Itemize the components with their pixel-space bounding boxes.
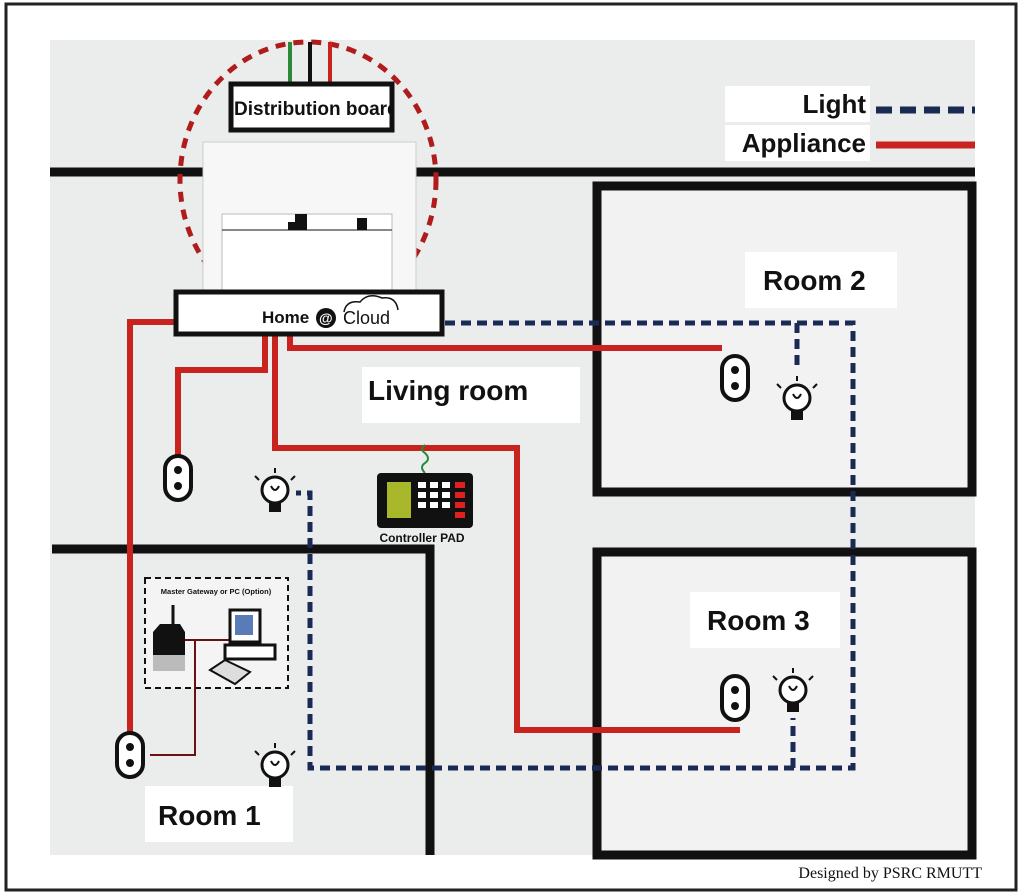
- hub-cloud-text: Cloud: [343, 308, 390, 328]
- hub-home-text: Home: [262, 308, 309, 327]
- socket-icon: [163, 454, 193, 502]
- gateway-device-icon: [153, 605, 185, 671]
- living-room-label: Living room: [368, 375, 528, 406]
- distribution-board-box: [228, 81, 395, 133]
- light-wiring: [296, 320, 856, 771]
- distribution-board-label: Distribution board: [234, 99, 399, 120]
- room3-label: Room 3: [707, 605, 810, 636]
- hub-at-text: @: [319, 310, 333, 326]
- socket-icon: [115, 731, 145, 779]
- socket-icon: [720, 354, 750, 402]
- distribution-zone-circle: [177, 39, 439, 321]
- credit-text: Designed by PSRC RMUTT: [798, 865, 982, 882]
- socket-icon: [720, 674, 750, 722]
- legend-appliance-label: Appliance: [742, 128, 866, 158]
- room1-label: Room 1: [158, 800, 261, 831]
- legend-light-label: Light: [802, 89, 866, 119]
- appliance-wiring: [127, 319, 740, 735]
- pc-icon: [208, 608, 277, 686]
- cloud-icon: [343, 295, 399, 313]
- home-at-cloud-hub: [173, 289, 445, 337]
- master-gateway-label: Master Gateway or PC (Option): [161, 587, 272, 596]
- legend-appliance-box: [725, 125, 870, 161]
- controller-pad-label: Controller PAD: [379, 531, 464, 545]
- legend-light-box: [725, 86, 870, 122]
- controller-pad-icon: [377, 473, 473, 528]
- room2-label: Room 2: [763, 265, 866, 296]
